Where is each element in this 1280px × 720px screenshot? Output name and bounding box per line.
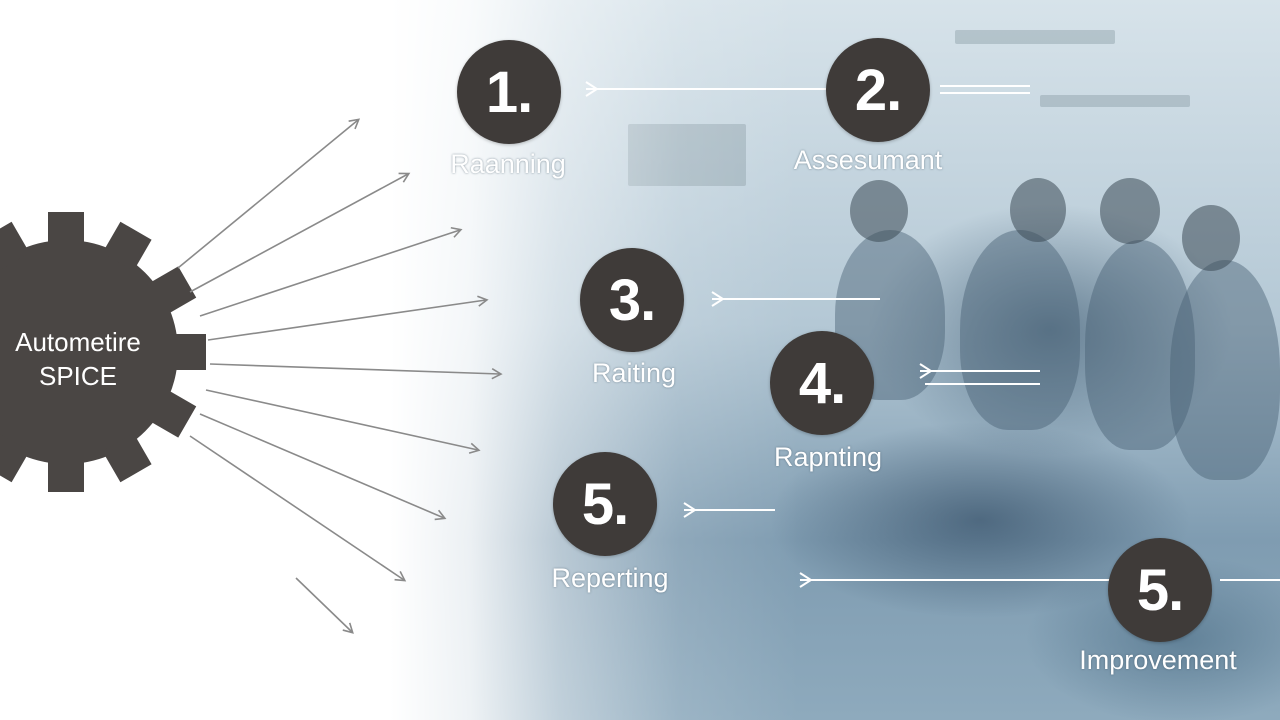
fan-arrow xyxy=(207,295,489,341)
step-label-6: Improvement xyxy=(1079,645,1237,675)
fan-arrow xyxy=(199,413,447,521)
step-circle-1: 1. xyxy=(457,40,561,144)
fan-arrow xyxy=(205,389,481,454)
step-circle-2: 2. xyxy=(826,38,930,142)
step-label-3: Raiting xyxy=(591,358,677,388)
step-connectors xyxy=(586,86,1280,580)
gear-label-line-2: SPICE xyxy=(38,360,118,391)
step-label-2: Assesumant xyxy=(793,145,943,175)
gear-label: Autometire SPICE xyxy=(0,326,168,394)
step-number: 5. xyxy=(581,471,629,537)
step-number: 4. xyxy=(798,350,846,416)
fan-arrow xyxy=(177,118,361,269)
fan-arrow xyxy=(189,172,411,293)
step-number: 3. xyxy=(608,267,656,333)
step-circle-3: 3. xyxy=(580,248,684,352)
gear-label-line-1: Autometire xyxy=(15,327,141,357)
fan-arrow xyxy=(199,226,463,317)
step-number: 5. xyxy=(1136,557,1184,623)
fan-arrows xyxy=(177,118,503,634)
step-circle-6: 5. xyxy=(1108,538,1212,642)
fan-arrow xyxy=(209,363,503,380)
step-circle-5: 5. xyxy=(553,452,657,556)
gear-icon xyxy=(0,212,206,492)
step-circle-4: 4. xyxy=(770,331,874,435)
step-number: 2. xyxy=(854,57,902,123)
step-label-4: Rapnting xyxy=(773,442,883,472)
fan-arrow xyxy=(295,577,354,634)
fan-arrow xyxy=(189,435,407,582)
step-number: 1. xyxy=(485,59,533,125)
step-label-1: Raanning xyxy=(450,149,566,179)
step-label-5: Reperting xyxy=(551,563,669,593)
